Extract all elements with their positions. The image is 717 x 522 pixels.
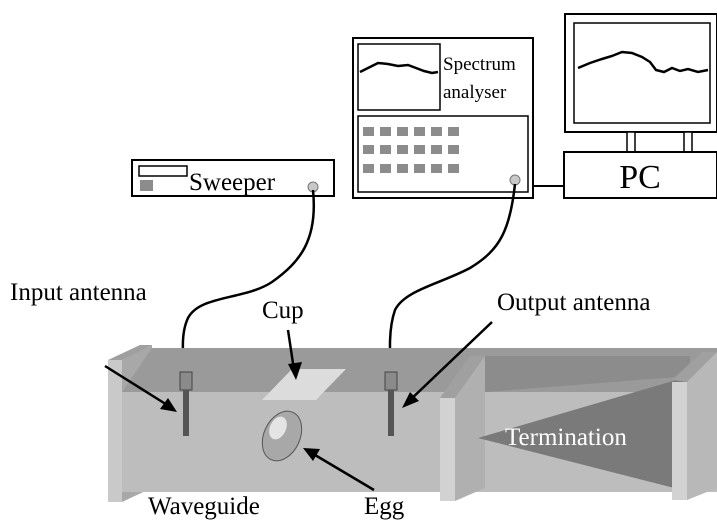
egg-label: Egg <box>364 493 405 520</box>
spectrum-analyser: Spectrum analyser <box>352 37 534 199</box>
spectrum-label-line1: Spectrum <box>443 54 516 75</box>
termination-label: Termination <box>505 424 627 451</box>
pc-box: PC <box>563 151 717 199</box>
pc-label: PC <box>619 159 661 196</box>
input-antenna-label: Input antenna <box>10 279 147 306</box>
sweeper: Sweeper <box>131 159 335 197</box>
output-antenna-label: Output antenna <box>497 289 650 316</box>
input-cable <box>181 189 316 373</box>
sweeper-label: Sweeper <box>189 169 276 196</box>
output-antenna-probe <box>384 371 398 436</box>
cup-shape <box>262 369 346 400</box>
cup-label: Cup <box>262 297 304 324</box>
input-antenna-arrow <box>104 364 173 410</box>
output-antenna-arrow <box>407 321 493 403</box>
waveguide-label: Waveguide <box>148 493 260 520</box>
egg-arrow <box>309 450 375 492</box>
waveguide: Termination <box>108 345 717 502</box>
termination-wedge <box>478 376 690 492</box>
analyser-screen-trace <box>359 61 439 75</box>
output-cable <box>388 183 517 373</box>
analyser-port <box>509 174 521 186</box>
input-antenna-probe <box>179 371 193 436</box>
analyser-keypad <box>363 127 459 173</box>
pc-screen-trace <box>577 50 709 74</box>
pc-monitor <box>564 13 717 153</box>
spectrum-label-line2: analyser <box>443 82 507 103</box>
